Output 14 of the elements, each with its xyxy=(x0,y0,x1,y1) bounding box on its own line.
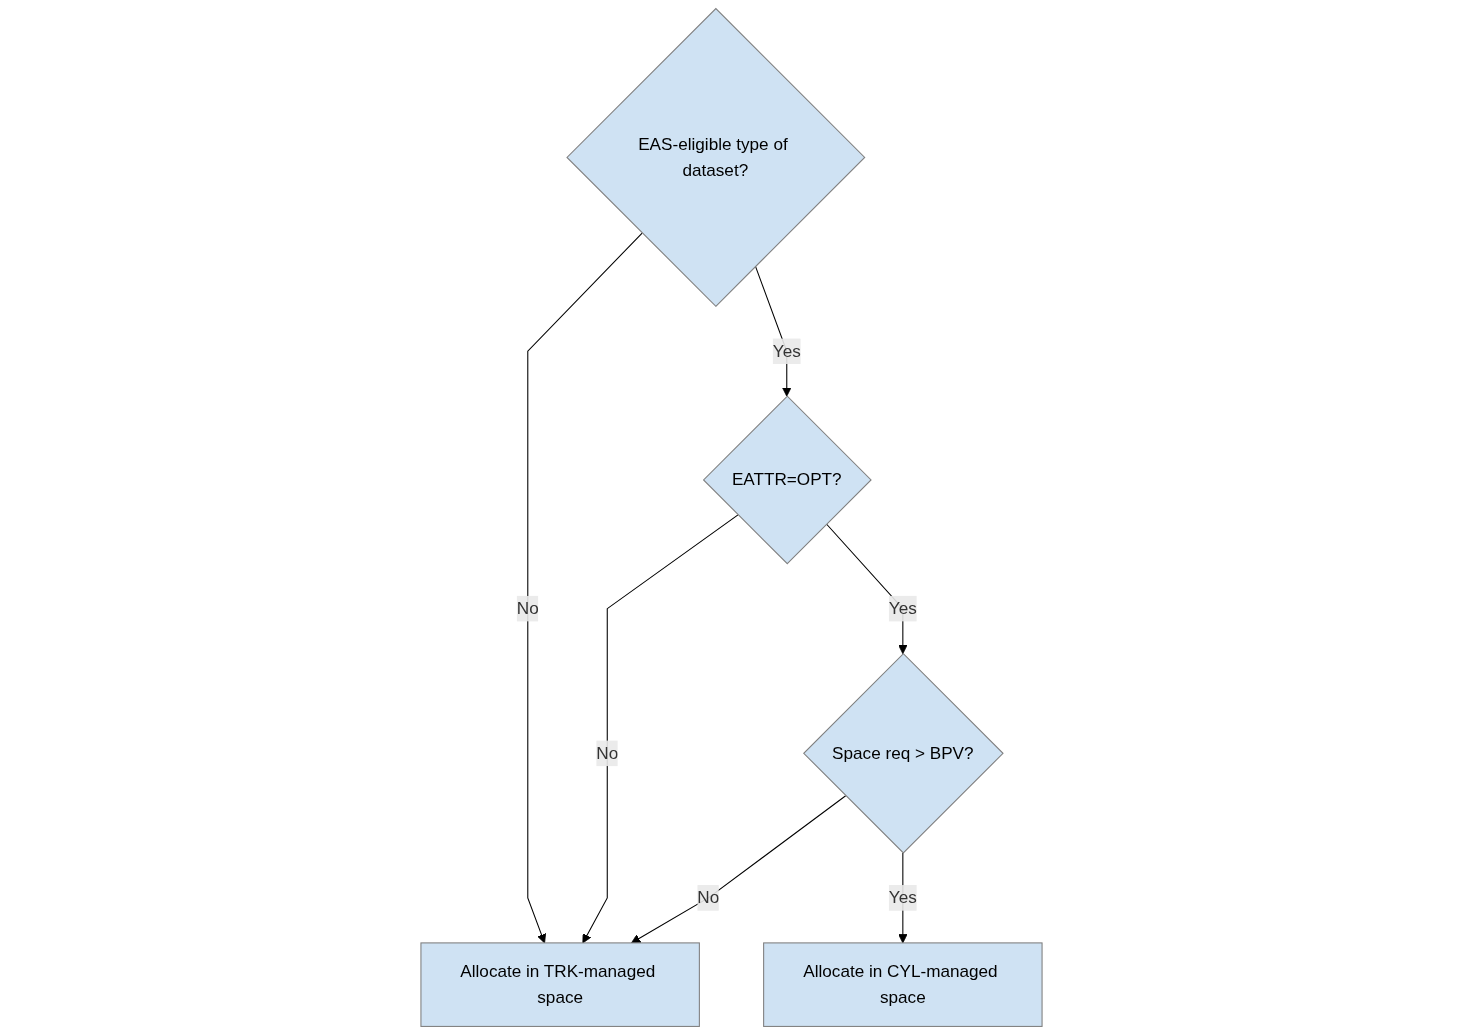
arrow xyxy=(631,795,847,944)
arrow xyxy=(527,232,643,944)
node-diamond: EATTR=OPT? xyxy=(702,395,872,565)
node-diamond: EAS-eligible type of dataset? xyxy=(566,7,866,308)
node-box: Allocate in TRK-managed space xyxy=(420,942,700,1027)
edge-label: No xyxy=(516,599,539,618)
node-box: Allocate in CYL-managed space xyxy=(763,942,1043,1027)
edge-label: No xyxy=(697,888,720,907)
edge-label: Yes xyxy=(888,599,917,618)
edge-label: No xyxy=(596,743,619,762)
arrow xyxy=(582,514,739,944)
edge-label: Yes xyxy=(888,888,917,907)
node-diamond: Space req > BPV? xyxy=(802,652,1004,854)
edge-label: Yes xyxy=(772,341,801,360)
